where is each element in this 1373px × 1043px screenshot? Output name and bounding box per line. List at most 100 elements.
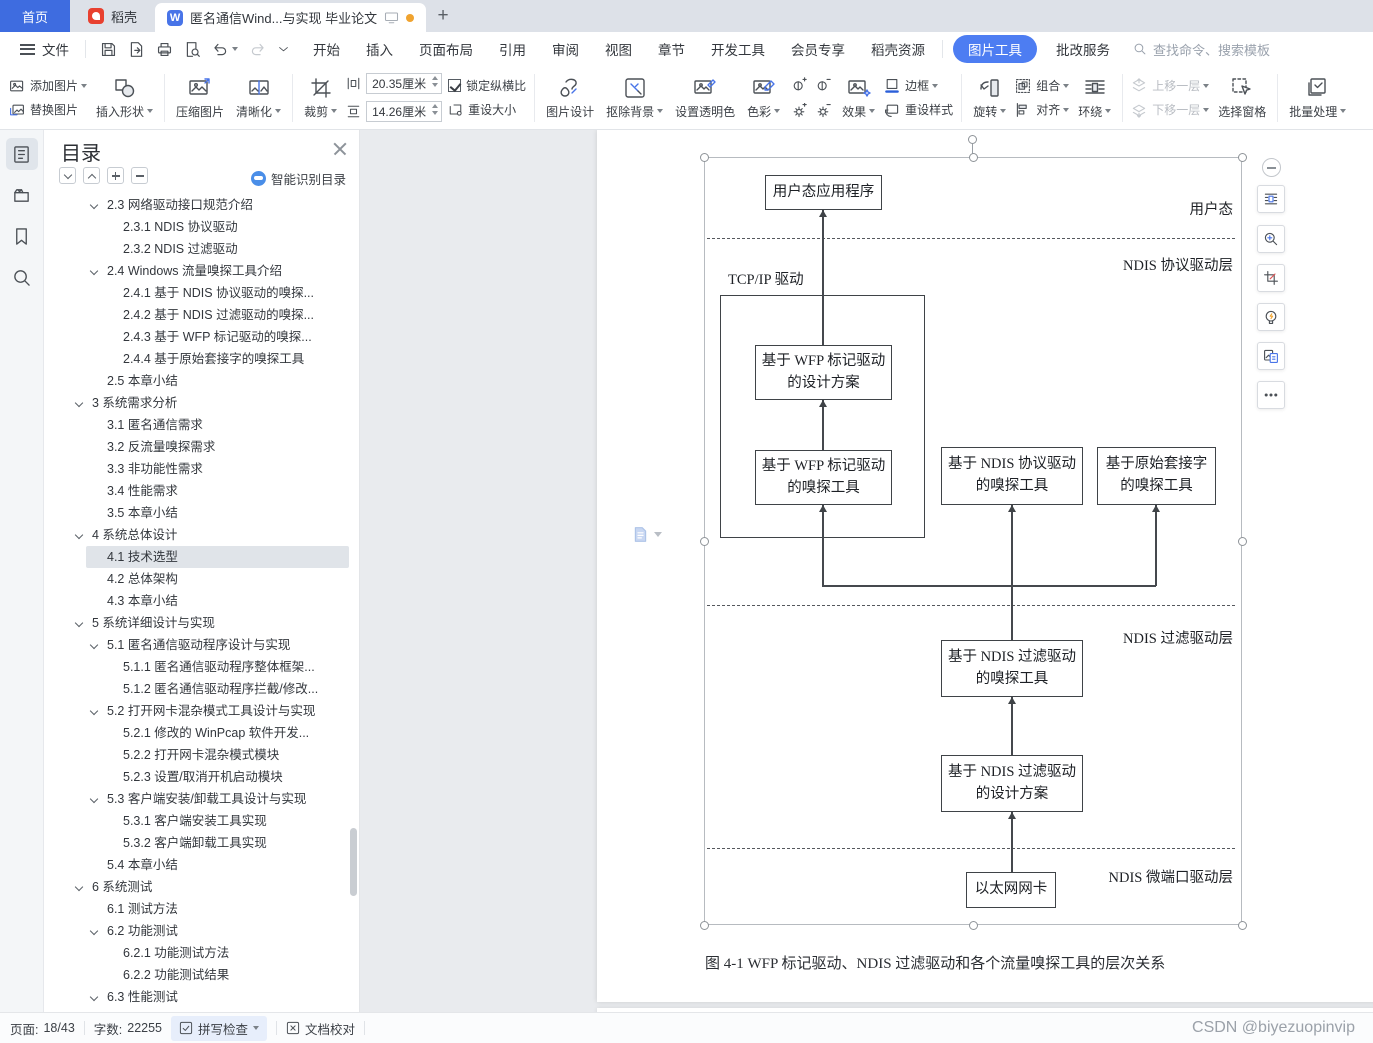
add-image-button[interactable]: 添加图片 — [9, 77, 88, 94]
chevron-down-icon[interactable] — [74, 618, 84, 628]
toc-item[interactable]: 5.2 打开网卡混杂模式工具设计与实现 — [44, 700, 359, 722]
toc-item[interactable]: 5.1.1 匿名通信驱动程序整体框架... — [44, 656, 359, 678]
page-indicator[interactable]: 页面: 18/43 — [10, 1021, 75, 1037]
menu-tab[interactable]: 稻壳资源 — [871, 43, 925, 58]
toc-item[interactable]: 6 系统测试 — [44, 876, 359, 898]
print-icon[interactable] — [156, 41, 173, 58]
menu-tab[interactable]: 开发工具 — [711, 43, 765, 58]
toc-item[interactable]: 4.3 本章小结 — [44, 590, 359, 612]
document-page[interactable]: 用户态应用程序 TCP/IP 驱动 基于 WFP 标记驱动 的设计方案 基于 W… — [597, 130, 1373, 1002]
brightness-up-button[interactable] — [788, 99, 810, 123]
toc-item[interactable]: 6.2.2 功能测试结果 — [44, 964, 359, 986]
smart-enhance-button[interactable] — [1257, 303, 1285, 331]
menu-tab[interactable]: 章节 — [658, 43, 685, 58]
expand-all-button[interactable] — [83, 167, 100, 184]
rotation-handle[interactable] — [968, 135, 977, 144]
toc-item[interactable]: 4.2 总体架构 — [44, 568, 359, 590]
width-field[interactable]: 20.35厘米 — [366, 73, 443, 94]
toc-item[interactable]: 5.1.2 匿名通信驱动程序拦截/修改... — [44, 678, 359, 700]
insert-shape-button[interactable]: 插入形状 — [90, 74, 159, 122]
image-design-button[interactable]: 图片设计 — [540, 74, 600, 122]
redo-icon[interactable] — [249, 41, 266, 58]
menu-tab[interactable]: 页面布局 — [419, 43, 473, 58]
toc-item[interactable]: 5.3.1 客户端安装工具实现 — [44, 810, 359, 832]
toc-item[interactable]: 6.2 功能测试 — [44, 920, 359, 942]
width-spinner[interactable] — [432, 76, 439, 87]
convert-image-button[interactable] — [1257, 342, 1285, 370]
menu-tab[interactable]: 会员专享 — [791, 43, 845, 58]
menu-tab[interactable]: 视图 — [605, 43, 632, 58]
spell-check-button[interactable]: 拼写检查 — [171, 1015, 268, 1041]
chevron-down-icon[interactable] — [89, 200, 99, 210]
zoom-image-button[interactable] — [1257, 225, 1285, 253]
word-count[interactable]: 字数: 22255 — [93, 1021, 163, 1037]
chevron-down-icon[interactable] — [89, 794, 99, 804]
save-icon[interactable] — [100, 41, 117, 58]
find-pane-button[interactable] — [6, 261, 38, 293]
toc-item[interactable]: 2.3.1 NDIS 协议驱动 — [44, 216, 359, 238]
picture-tools-tab[interactable]: 图片工具 — [953, 35, 1037, 63]
toc-item[interactable]: 5.4 本章小结 — [44, 854, 359, 876]
contrast-up-button[interactable] — [788, 73, 810, 97]
more-tools-button[interactable] — [1257, 381, 1285, 409]
new-tab-button[interactable]: + — [437, 5, 449, 26]
toc-item[interactable]: 2.3.2 NDIS 过滤驱动 — [44, 238, 359, 260]
toc-item[interactable]: 2.3 网络驱动接口规范介绍 — [44, 194, 359, 216]
undo-button[interactable] — [212, 41, 238, 58]
selection-handle-top-right[interactable] — [1237, 152, 1247, 162]
close-icon[interactable] — [333, 142, 347, 156]
clarify-button[interactable]: 清晰化 — [230, 74, 287, 122]
group-button[interactable]: 组合 — [1015, 77, 1070, 94]
chevron-down-icon[interactable] — [74, 398, 84, 408]
command-search[interactable]: 查找命令、搜索模板 — [1133, 40, 1270, 59]
chevron-down-icon[interactable] — [89, 926, 99, 936]
collapse-toolbar-button[interactable] — [1262, 158, 1281, 177]
selection-handle-mid-right[interactable] — [1237, 536, 1247, 546]
toc-item[interactable]: 5.3.2 客户端卸载工具实现 — [44, 832, 359, 854]
zoom-out-outline-button[interactable] — [131, 167, 148, 184]
rotate-button[interactable]: 旋转 — [967, 74, 1012, 122]
selection-handle-bottom-right[interactable] — [1237, 920, 1247, 930]
replace-image-button[interactable]: 替换图片 — [9, 101, 87, 118]
menu-tab[interactable]: 插入 — [366, 43, 393, 58]
chevron-down-icon[interactable] — [74, 882, 84, 892]
contrast-down-button[interactable] — [812, 73, 834, 97]
toc-item[interactable]: 2.4 Windows 流量嗅探工具介绍 — [44, 260, 359, 282]
toc-item[interactable]: 3.5 本章小结 — [44, 502, 359, 524]
toolbar-more-icon[interactable] — [277, 43, 290, 56]
chapter-pane-button[interactable] — [6, 179, 38, 211]
height-spinner[interactable] — [432, 104, 439, 115]
chevron-down-icon[interactable] — [74, 530, 84, 540]
document-canvas[interactable]: 用户态应用程序 TCP/IP 驱动 基于 WFP 标记驱动 的设计方案 基于 W… — [360, 130, 1373, 1012]
toc-item[interactable]: 3.1 匿名通信需求 — [44, 414, 359, 436]
toc-item[interactable]: 5.3 客户端安装/卸载工具设计与实现 — [44, 788, 359, 810]
toc-scrollbar[interactable] — [350, 828, 357, 896]
document-tab[interactable]: W 匿名通信Wind...与实现 毕业论文 — [155, 3, 427, 32]
export-icon[interactable] — [128, 41, 145, 58]
compress-image-button[interactable]: 压缩图片 — [170, 74, 230, 122]
toc-item[interactable]: 5.1 匿名通信驱动程序设计与实现 — [44, 634, 359, 656]
page-settings-button[interactable] — [632, 526, 662, 543]
height-field[interactable]: 14.26厘米 — [366, 101, 443, 122]
selection-handle-bottom-left[interactable] — [699, 920, 709, 930]
correction-service-tab[interactable]: 批改服务 — [1056, 43, 1110, 58]
chevron-down-icon[interactable] — [89, 992, 99, 1002]
selection-handle-top-mid[interactable] — [968, 152, 978, 162]
print-preview-icon[interactable] — [184, 41, 201, 58]
toc-pane-button[interactable] — [5, 138, 38, 170]
file-menu-button[interactable]: 文件 — [8, 39, 81, 59]
remove-background-button[interactable]: 抠除背景 — [600, 74, 669, 122]
toc-item[interactable]: 2.5 本章小结 — [44, 370, 359, 392]
reset-size-button[interactable]: 重设大小 — [448, 101, 526, 118]
color-button[interactable]: 色彩 — [741, 74, 786, 122]
toc-item[interactable]: 5 系统详细设计与实现 — [44, 612, 359, 634]
toc-item[interactable]: 5.2.3 设置/取消开机启动模块 — [44, 766, 359, 788]
toc-item[interactable]: 6.2.1 功能测试方法 — [44, 942, 359, 964]
smart-recognize-button[interactable]: 智能识别目录 — [250, 169, 346, 188]
lock-aspect-ratio-checkbox[interactable]: 锁定纵横比 — [448, 77, 526, 94]
toc-item[interactable]: 3.4 性能需求 — [44, 480, 359, 502]
doc-proof-button[interactable]: 文档校对 — [286, 1019, 355, 1038]
brightness-down-button[interactable] — [812, 99, 834, 123]
toc-item[interactable]: 3.2 反流量嗅探需求 — [44, 436, 359, 458]
selection-handle-top-left[interactable] — [699, 152, 709, 162]
